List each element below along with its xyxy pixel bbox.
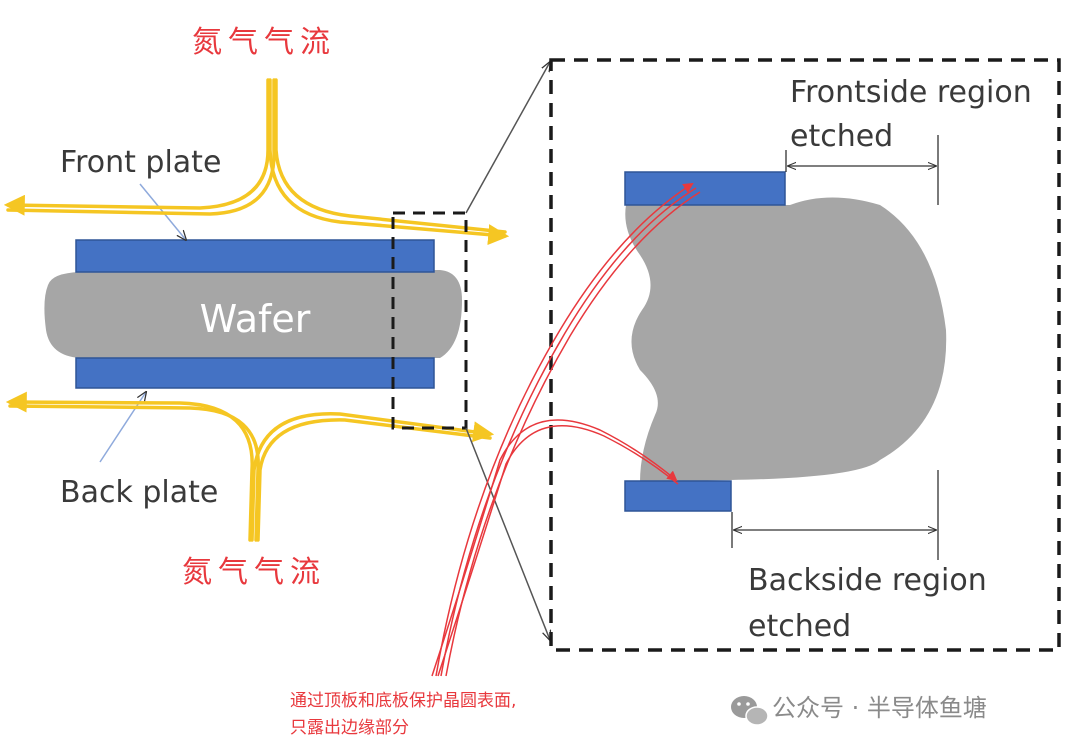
- back-plate-zoom: [624, 480, 732, 512]
- top-gas-label: 氮气气流: [192, 25, 336, 60]
- zoom-line-bottom: [465, 427, 550, 640]
- wafer-label: Wafer: [200, 297, 311, 341]
- top-gas-flow: [3, 78, 510, 246]
- frontside-label-line1: Frontside region: [790, 75, 1032, 110]
- wafer-edge-zoom: [625, 197, 947, 482]
- note-line1: 通过顶板和底板保护晶圆表面,: [290, 691, 516, 711]
- wechat-icon: [731, 696, 769, 726]
- frontside-label-line2: etched: [790, 119, 893, 154]
- red-annotation-arrows: [431, 182, 701, 677]
- front-plate-zoom: [624, 171, 786, 206]
- backside-label-line1: Backside region: [748, 563, 987, 598]
- zoom-view-box: [549, 58, 1061, 652]
- wafer-left-shape: [44, 270, 463, 358]
- zoom-line-top: [465, 62, 550, 214]
- back-plate-left: [75, 357, 435, 389]
- watermark-text: 公众号 · 半导体鱼塘: [772, 694, 987, 722]
- back-plate-label: Back plate: [60, 475, 218, 510]
- selection-box-small: [391, 211, 468, 430]
- front-plate-label: Front plate: [60, 145, 221, 180]
- front-plate-left: [75, 239, 435, 273]
- bottom-gas-label: 氮气气流: [182, 555, 326, 590]
- backside-label-line2: etched: [748, 609, 851, 644]
- note-line2: 只露出边缘部分: [290, 718, 409, 738]
- bottom-gas-flow: [5, 391, 495, 542]
